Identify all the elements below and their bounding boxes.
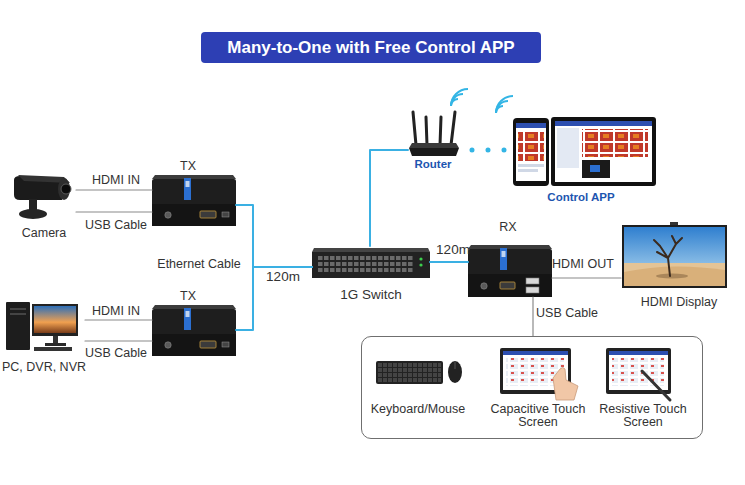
peripheral-group: Keyboard/Mouse Capacitive Touch Screen Res… — [361, 336, 703, 439]
router-illustration — [409, 89, 468, 156]
control-app: Control APP — [512, 114, 658, 206]
rx-device — [468, 245, 552, 297]
display-illustration — [622, 222, 727, 288]
tx-transmitter: TX — [152, 158, 236, 226]
node-label: Keyboard/Mouse — [370, 403, 466, 416]
tx-device — [152, 175, 236, 226]
usb-cable — [85, 340, 152, 341]
router: Router — [408, 98, 462, 172]
tx-device — [152, 305, 236, 356]
cable-label: 120m — [428, 243, 478, 256]
capacitive-touchscreen: Capacitive Touch Screen — [486, 344, 590, 432]
title-banner: Many-to-One with Free Control APP — [201, 32, 541, 63]
node-label: HDMI Display — [629, 296, 729, 309]
cable-label: HDMI OUT — [548, 258, 618, 271]
free-label: 120m — [261, 270, 305, 283]
resistive-monitor-illustration — [606, 348, 671, 400]
hdmi-cable — [552, 277, 621, 278]
title-text: Many-to-One with Free Control APP — [227, 38, 514, 58]
cable-label: USB Cable — [81, 219, 151, 232]
free-label: Ethernet Cable — [151, 258, 247, 271]
node-label: Router — [403, 158, 463, 171]
node-label: PC, DVR, NVR — [0, 361, 88, 374]
keyboard-mouse-illustration — [376, 361, 462, 384]
usb-cable — [76, 211, 152, 212]
ethernet-cable — [430, 261, 468, 263]
node-label: 1G Switch — [326, 288, 416, 301]
switch-illustration — [312, 248, 430, 278]
camera: Camera — [8, 172, 76, 242]
pc-source: PC, DVR, NVR — [3, 298, 85, 376]
node-label: Resistive Touch Screen — [597, 403, 689, 429]
resistive-touchscreen: Resistive Touch Screen — [594, 344, 692, 432]
hdmi-cable — [85, 319, 152, 320]
node-label: Capacitive Touch Screen — [488, 403, 588, 429]
rx-receiver: RX — [468, 220, 552, 297]
cable-label: USB Cable — [81, 347, 151, 360]
ethernet-cable — [370, 150, 408, 246]
node-label: TX — [168, 160, 208, 173]
keyboard-mouse: Keyboard/Mouse — [370, 350, 466, 416]
cable-label: HDMI IN — [81, 174, 151, 187]
ethernet-cable — [236, 205, 312, 267]
tx-transmitter: TX — [152, 288, 236, 356]
hdmi-cable — [76, 189, 152, 190]
node-label: TX — [168, 290, 208, 303]
node-label: Control APP — [531, 191, 631, 204]
pc-illustration — [6, 302, 78, 351]
ethernet-cable — [236, 267, 312, 330]
node-label: RX — [488, 221, 528, 234]
wireless-link — [462, 148, 512, 153]
capacitive-monitor-illustration — [500, 348, 578, 400]
cable-label: HDMI IN — [81, 305, 151, 318]
usb-cable — [532, 297, 533, 336]
app-devices-illustration — [496, 96, 656, 186]
node-label: Camera — [4, 227, 84, 240]
camera-illustration — [14, 175, 71, 219]
cable-label: USB Cable — [536, 307, 598, 320]
network-switch: 1G Switch — [312, 246, 430, 304]
hdmi-display: HDMI Display — [621, 220, 727, 310]
